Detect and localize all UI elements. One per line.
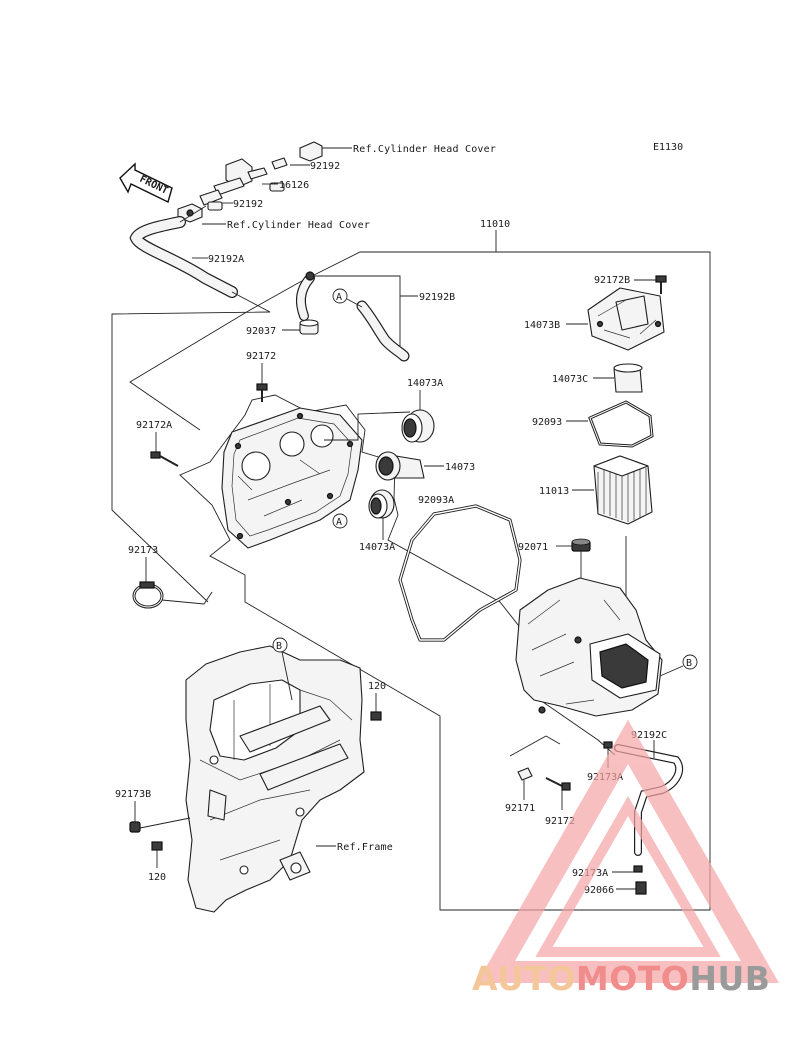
svg-text:B: B (276, 641, 282, 652)
bolt-120-bottom (151, 841, 163, 851)
label-92093: 92093 (532, 417, 562, 428)
label-92173A-bottom: 92173A (572, 868, 608, 879)
duct-cover-14073B (587, 287, 665, 351)
label-14073B: 14073B (524, 320, 560, 331)
clamp-92173 (132, 581, 164, 609)
grommet-92071 (571, 538, 591, 552)
breather-joint-16126 (199, 157, 288, 206)
label-14073C: 14073C (552, 374, 588, 385)
duct-14073A-bottom (368, 489, 395, 519)
label-92192B: 92192B (419, 292, 455, 303)
callout-a-mid: A (332, 513, 348, 529)
label-120-top: 120 (368, 681, 386, 692)
frame-section (185, 645, 365, 913)
assembly-boundary-11010 (129, 230, 711, 911)
bolt-92172-top (256, 383, 268, 402)
label-ref-cylinder-head-cover-1: Ref.Cylinder Head Cover (353, 144, 496, 155)
gasket-92093A (398, 504, 522, 642)
callout-b-right: B (682, 654, 698, 670)
diagram-code: E1130 (653, 142, 683, 153)
label-92172B: 92172B (594, 275, 630, 286)
clip-92173B (129, 821, 141, 833)
label-16126: 16126 (279, 180, 309, 191)
label-14073A-top: 14073A (407, 378, 443, 389)
label-ref-cylinder-head-cover-2: Ref.Cylinder Head Cover (227, 220, 370, 231)
label-92172A: 92172A (136, 420, 172, 431)
gasket-92093 (588, 400, 654, 448)
front-arrow-icon: FRONT (119, 162, 173, 203)
hose-92192B (295, 271, 410, 362)
duct-14073 (375, 451, 425, 481)
label-14073A-bottom: 14073A (359, 542, 395, 553)
drain-hose-92192C (614, 744, 684, 856)
filter-element-11013 (593, 455, 653, 525)
callout-b-frame: B (272, 637, 288, 653)
hose-92192A (129, 205, 238, 298)
air-cleaner-cover (221, 407, 363, 549)
sleeve-14073C (613, 363, 643, 393)
label-92066: 92066 (584, 885, 614, 896)
label-11013: 11013 (539, 486, 569, 497)
label-11010: 11010 (480, 219, 510, 230)
callout-a-top: A (332, 288, 348, 304)
hose-fittings-92192 (177, 141, 323, 223)
bolt-92172B (655, 275, 667, 294)
svg-text:A: A (336, 292, 342, 303)
watermark-moto: MOTO (575, 959, 690, 998)
label-92192-top: 92192 (310, 161, 340, 172)
watermark-auto: AUTO (472, 959, 576, 998)
duct-14073A-top (401, 409, 435, 443)
clip-92173A-top (603, 741, 613, 749)
label-14073: 14073 (445, 462, 475, 473)
watermark-hub: HUB (689, 959, 771, 998)
label-ref-frame: Ref.Frame (337, 842, 393, 853)
label-92093A: 92093A (418, 495, 454, 506)
label-92173B: 92173B (115, 789, 151, 800)
label-92173A-top: 92173A (587, 772, 623, 783)
air-cleaner-case (515, 577, 663, 717)
watermark-text: AUTOMOTOHUB (472, 962, 770, 995)
cap-92066 (635, 881, 647, 895)
label-92172-top: 92172 (246, 351, 276, 362)
clip-92171 (517, 767, 533, 781)
label-120-bottom: 120 (148, 872, 166, 883)
clamp-92037 (299, 319, 319, 335)
label-92171: 92171 (505, 803, 535, 814)
bolt-92172-bottom (545, 777, 571, 791)
label-92071: 92071 (518, 542, 548, 553)
clip-92173A-bottom (633, 865, 643, 873)
bolt-120-top (370, 711, 382, 721)
label-92192A: 92192A (208, 254, 244, 265)
svg-text:A: A (336, 517, 342, 528)
svg-text:B: B (686, 658, 692, 669)
label-92037: 92037 (246, 326, 276, 337)
label-92172-bottom: 92172 (545, 816, 575, 827)
label-92173: 92173 (128, 545, 158, 556)
label-92192C: 92192C (631, 730, 667, 741)
label-92192-mid: 92192 (233, 199, 263, 210)
bolt-92172A (150, 451, 179, 467)
